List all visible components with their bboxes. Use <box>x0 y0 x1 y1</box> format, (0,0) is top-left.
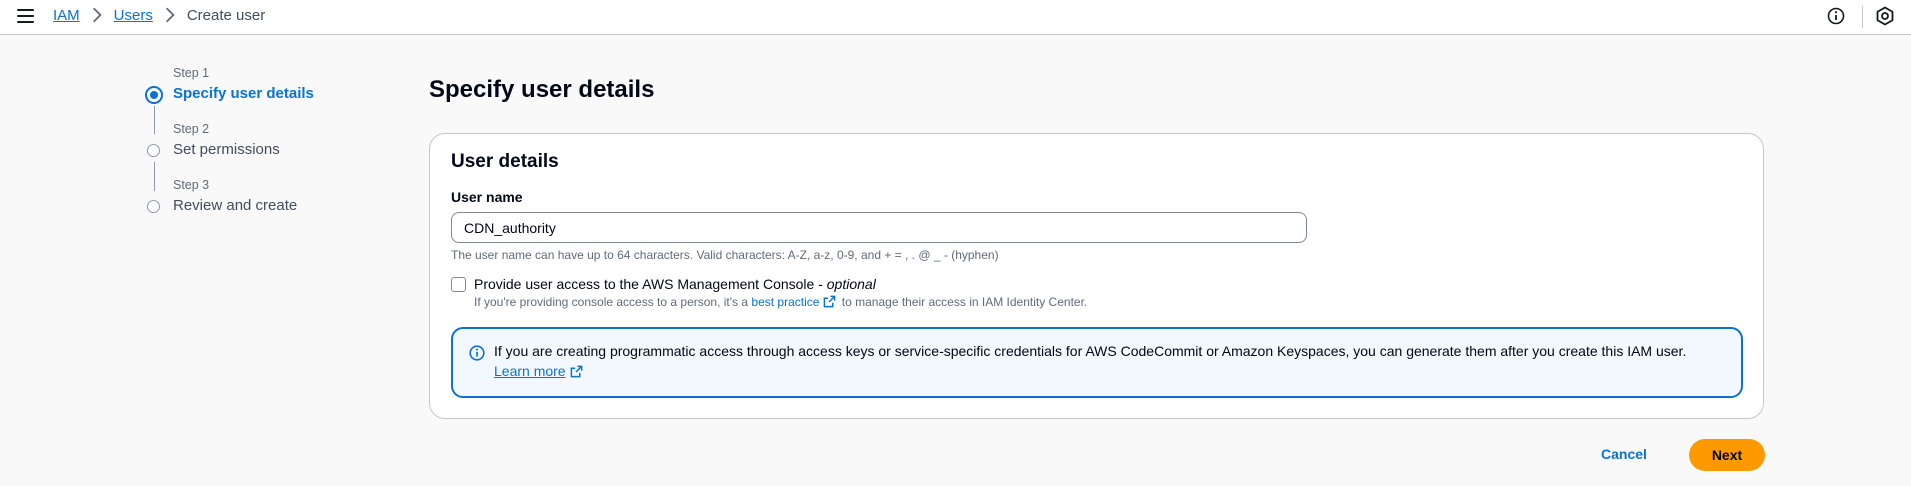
user-name-hint: The user name can have up to 64 characte… <box>451 248 999 262</box>
step-title-set-permissions[interactable]: Set permissions <box>173 141 280 158</box>
step-active-indicator <box>145 86 163 104</box>
breadcrumb: IAM Users Create user <box>53 6 265 24</box>
step-caption: Step 3 <box>173 178 210 192</box>
step-title-specify-user-details[interactable]: Specify user details <box>173 85 314 102</box>
step-connector <box>154 106 155 134</box>
chevron-right-icon <box>92 7 102 23</box>
step-indicator <box>147 144 160 157</box>
external-link-icon <box>570 365 582 378</box>
top-navigation-bar: IAM Users Create user <box>0 0 1911 35</box>
user-name-input[interactable] <box>451 212 1307 243</box>
step-indicator <box>147 200 160 213</box>
settings-icon[interactable] <box>1875 6 1895 26</box>
external-link-icon <box>824 295 836 308</box>
user-details-panel: User details User name The user name can… <box>429 133 1764 419</box>
learn-more-label: Learn more <box>494 363 566 379</box>
panel-title: User details <box>451 151 559 172</box>
menu-icon[interactable] <box>17 8 35 24</box>
console-access-checkbox[interactable] <box>451 277 466 292</box>
chevron-right-icon <box>165 7 175 23</box>
info-icon <box>469 345 485 361</box>
page-title: Specify user details <box>429 76 655 103</box>
info-alert: If you are creating programmatic access … <box>451 327 1743 398</box>
console-access-desc-after: to manage their access in IAM Identity C… <box>838 295 1088 309</box>
user-name-label: User name <box>451 189 523 205</box>
console-access-label-text: Provide user access to the AWS Managemen… <box>474 276 827 292</box>
learn-more-link[interactable]: Learn more <box>494 363 585 379</box>
step-caption: Step 2 <box>173 122 210 136</box>
info-icon[interactable] <box>1827 7 1845 25</box>
step-title-review-and-create[interactable]: Review and create <box>173 197 298 214</box>
next-button[interactable]: Next <box>1689 439 1765 471</box>
console-access-description: If you're providing console access to a … <box>474 295 1087 309</box>
step-connector <box>154 162 155 191</box>
breadcrumb-current: Create user <box>186 6 266 24</box>
optional-tag: optional <box>826 276 876 292</box>
toolbar-divider <box>1862 6 1863 28</box>
console-access-label[interactable]: Provide user access to the AWS Managemen… <box>474 276 876 292</box>
cancel-button[interactable]: Cancel <box>1601 446 1647 462</box>
breadcrumb-users[interactable]: Users <box>113 6 153 24</box>
info-alert-text: If you are creating programmatic access … <box>494 343 1687 359</box>
best-practice-link[interactable]: best practice <box>751 295 820 309</box>
breadcrumb-iam[interactable]: IAM <box>53 6 80 24</box>
console-access-desc-before: If you're providing console access to a … <box>474 295 752 309</box>
step-caption: Step 1 <box>173 66 210 80</box>
